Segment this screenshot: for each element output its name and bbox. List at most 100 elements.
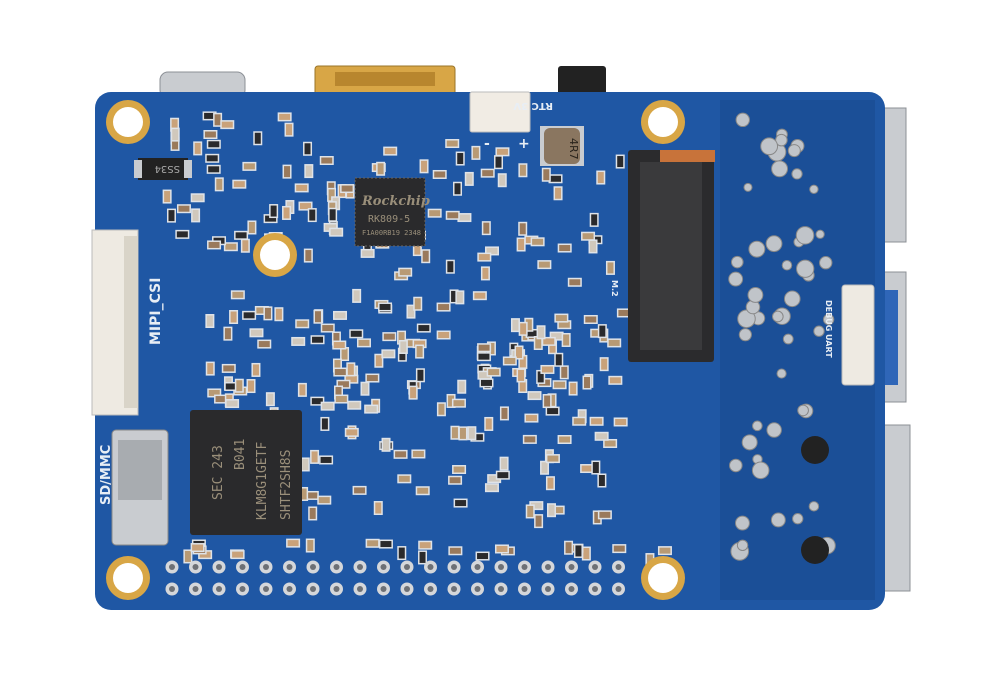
- smd-component: [532, 238, 544, 245]
- smd-component: [447, 261, 454, 273]
- smd-component: [496, 545, 508, 552]
- smd-component: [485, 418, 492, 430]
- header-pin: [521, 564, 528, 570]
- through-hole-pad: [795, 226, 815, 245]
- smd-component: [407, 306, 414, 318]
- smd-component: [206, 155, 218, 162]
- smd-component: [478, 344, 490, 351]
- smd-component: [607, 262, 614, 274]
- smd-component: [417, 369, 424, 381]
- smd-component: [537, 371, 544, 383]
- through-hole-pad: [760, 137, 779, 156]
- diode-pad: [184, 160, 192, 178]
- smd-component: [364, 241, 371, 253]
- smd-component: [215, 396, 227, 403]
- smd-component: [172, 129, 179, 141]
- smd-component: [206, 315, 213, 327]
- smd-component: [518, 369, 525, 381]
- smd-component: [448, 395, 455, 407]
- diode-label: SS34: [155, 163, 180, 174]
- smd-component: [457, 153, 464, 165]
- smd-component: [322, 325, 334, 332]
- smd-component: [488, 475, 500, 482]
- through-hole-pad: [747, 287, 764, 303]
- smd-component: [486, 484, 498, 491]
- header-pin: [545, 586, 551, 592]
- smd-component: [362, 250, 374, 257]
- header-pin: [380, 564, 387, 570]
- smd-component: [232, 551, 244, 558]
- smd-component: [501, 407, 508, 419]
- smd-component: [535, 337, 542, 349]
- through-hole-pad: [752, 420, 763, 432]
- pmic-model: RK809-5: [368, 214, 410, 225]
- label-plus: +: [518, 136, 530, 152]
- smd-component: [399, 349, 406, 361]
- smd-component: [518, 239, 525, 251]
- smd-component: [300, 488, 307, 500]
- smd-component: [383, 333, 395, 340]
- smd-component: [375, 355, 382, 367]
- through-hole-pad: [813, 325, 825, 337]
- header-pin: [451, 564, 457, 570]
- smd-component: [214, 114, 221, 126]
- smd-component: [225, 383, 237, 390]
- smd-component: [204, 112, 216, 119]
- smd-component: [552, 507, 564, 514]
- smd-component: [570, 383, 577, 395]
- smd-component: [224, 328, 231, 340]
- smd-component: [446, 140, 458, 147]
- smd-component: [547, 477, 554, 489]
- smd-component: [414, 298, 421, 310]
- emmc-line4: SHTF2SH8S: [279, 450, 294, 520]
- pmic-code: F1A00RB19 2348: [362, 229, 421, 237]
- smd-component: [248, 221, 255, 233]
- smd-component: [384, 148, 396, 155]
- smd-component: [208, 389, 220, 396]
- smd-component: [204, 131, 216, 138]
- smd-component: [283, 207, 290, 219]
- smd-component: [312, 336, 324, 343]
- sd-slot-inner: [118, 440, 162, 500]
- smd-component: [480, 379, 492, 386]
- smd-component: [527, 505, 534, 517]
- smd-component: [579, 410, 586, 422]
- smd-component: [318, 497, 330, 504]
- smd-component: [383, 439, 390, 451]
- smd-component: [258, 341, 270, 348]
- smd-component: [296, 320, 308, 327]
- smd-component: [362, 383, 368, 395]
- smd-component: [551, 333, 563, 340]
- smd-component: [525, 319, 532, 331]
- header-pin: [286, 564, 293, 570]
- smd-component: [591, 214, 598, 226]
- through-hole-pad: [729, 458, 743, 473]
- through-hole-pad: [776, 368, 787, 379]
- smd-component: [501, 458, 508, 470]
- smd-component: [565, 542, 572, 554]
- header-pin: [169, 564, 175, 570]
- smd-component: [543, 338, 555, 345]
- smd-component: [434, 171, 446, 178]
- smd-component: [300, 203, 312, 210]
- through-hole-pad: [751, 461, 770, 480]
- smd-component: [482, 170, 494, 177]
- smd-component: [438, 304, 450, 311]
- smd-component: [599, 511, 611, 518]
- smd-component: [455, 500, 467, 507]
- through-hole-pad: [736, 539, 749, 552]
- inductor-label: 4R7: [567, 138, 580, 160]
- smd-component: [221, 121, 233, 128]
- smd-component: [453, 400, 465, 407]
- smd-component: [596, 433, 608, 440]
- smd-component: [496, 148, 508, 155]
- smd-component: [410, 387, 417, 399]
- smd-component: [499, 174, 506, 186]
- screw: [801, 536, 829, 564]
- smd-component: [613, 545, 625, 552]
- label-mipi-csi: MIPI_CSI: [148, 278, 164, 345]
- through-hole-pad: [775, 133, 788, 147]
- smd-component: [329, 209, 336, 221]
- smd-component: [287, 540, 299, 547]
